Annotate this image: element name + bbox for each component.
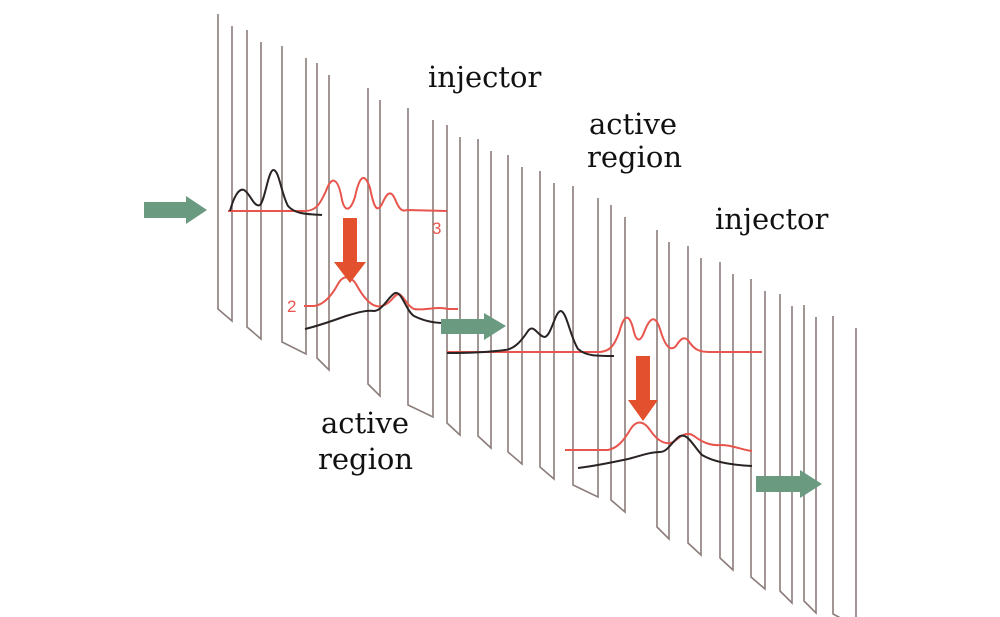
- active-region-label-2-line1: active: [589, 107, 677, 141]
- electron-flow-arrow-out: [756, 470, 822, 498]
- active-region-label-1-line1: active: [321, 406, 409, 440]
- injector-wavefunction-2: [446, 309, 615, 357]
- transition-arrow-1: [334, 218, 366, 283]
- barrier-layer-7: [446, 125, 461, 437]
- barrier-layers: [217, 14, 857, 617]
- injector-label-1: injector: [428, 60, 541, 94]
- electron-flow-arrow-middle: [441, 313, 506, 340]
- barrier-layer-15: [719, 262, 734, 572]
- barrier-layer-16: [750, 279, 766, 591]
- level-2-label: 2: [287, 297, 296, 316]
- barrier-layer-4: [316, 63, 330, 372]
- barrier-layer-1: [217, 14, 233, 323]
- active-region-label-1-line2: region: [318, 442, 413, 476]
- barrier-layer-8: [477, 139, 492, 450]
- barrier-layer-10: [539, 171, 555, 481]
- wavefunctions-period-1: [228, 169, 458, 330]
- level-3-label: 3: [432, 219, 441, 238]
- transition-arrow-2: [628, 356, 658, 421]
- barrier-layer-14: [687, 246, 702, 557]
- lower-dark-wavefunction-2: [577, 434, 753, 469]
- barrier-layer-2: [246, 30, 262, 341]
- lower-level-wavefunction-2: [565, 421, 753, 452]
- wavefunctions-period-2: [446, 309, 762, 469]
- barrier-layer-5: [367, 88, 381, 398]
- barrier-layer-12: [610, 205, 626, 514]
- electron-flow-arrows: [144, 196, 822, 498]
- barrier-layer-6: [407, 108, 434, 419]
- barrier-layer-17: [779, 294, 793, 605]
- upper-level-wavefunction-1: [228, 176, 448, 212]
- lower-dark-wavefunction-1: [304, 291, 445, 330]
- barrier-layer-13: [656, 230, 670, 541]
- lower-level-wavefunction-1: [304, 276, 458, 311]
- active-region-label-2-line2: region: [587, 140, 682, 174]
- transition-arrows: [334, 218, 658, 421]
- injector-label-2: injector: [715, 202, 828, 236]
- upper-level-wavefunction-2: [447, 316, 762, 353]
- barrier-layer-3: [281, 46, 307, 356]
- electron-flow-arrow-in: [144, 196, 207, 224]
- barrier-layer-19: [832, 316, 857, 617]
- barrier-layer-9: [507, 155, 523, 466]
- barrier-layer-18: [803, 305, 817, 615]
- injector-wavefunction-1: [229, 169, 323, 216]
